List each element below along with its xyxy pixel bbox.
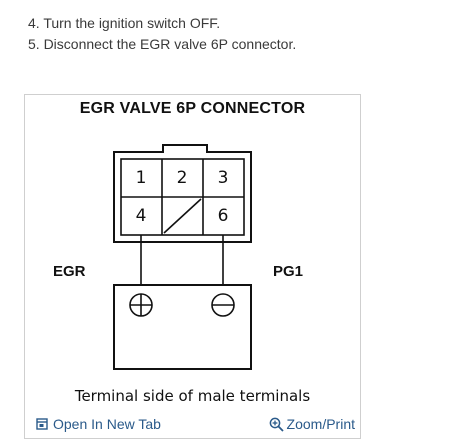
open-new-tab-icon	[36, 418, 48, 430]
instruction-steps: 4. Turn the ignition switch OFF. 5. Disc…	[28, 13, 296, 55]
egr-valve-body	[113, 284, 252, 370]
zoom-print-link[interactable]: Zoom/Print	[269, 416, 355, 432]
negative-terminal-icon	[211, 293, 235, 317]
pin-6: 6	[217, 206, 229, 226]
step-4: 4. Turn the ignition switch OFF.	[28, 15, 221, 31]
pin-2: 2	[176, 168, 188, 188]
step-5: 5. Disconnect the EGR valve 6P connector…	[28, 36, 297, 52]
pg1-label: PG1	[273, 263, 304, 280]
connector-diagram	[113, 144, 252, 370]
figure-footer: Open In New Tab Zoom/Print	[25, 413, 360, 439]
zoom-print-label: Zoom/Print	[286, 416, 355, 432]
open-in-new-tab-link[interactable]: Open In New Tab	[36, 416, 161, 432]
pin-1: 1	[135, 168, 147, 188]
pin-3: 3	[217, 168, 229, 188]
connector-figure: EGR VALVE 6P CONNECTOR 1 2 3 4 6 EGR	[24, 94, 361, 439]
diagram-caption: Terminal side of male terminals	[74, 387, 311, 405]
magnifier-plus-icon	[269, 417, 284, 432]
pin-4: 4	[135, 206, 147, 226]
diagram-title: EGR VALVE 6P CONNECTOR	[79, 100, 306, 117]
empty-cavity-mark	[163, 198, 202, 234]
positive-terminal-icon	[129, 293, 153, 317]
connector-housing	[113, 144, 252, 243]
open-in-new-tab-label: Open In New Tab	[53, 416, 161, 432]
egr-label: EGR	[53, 263, 86, 280]
